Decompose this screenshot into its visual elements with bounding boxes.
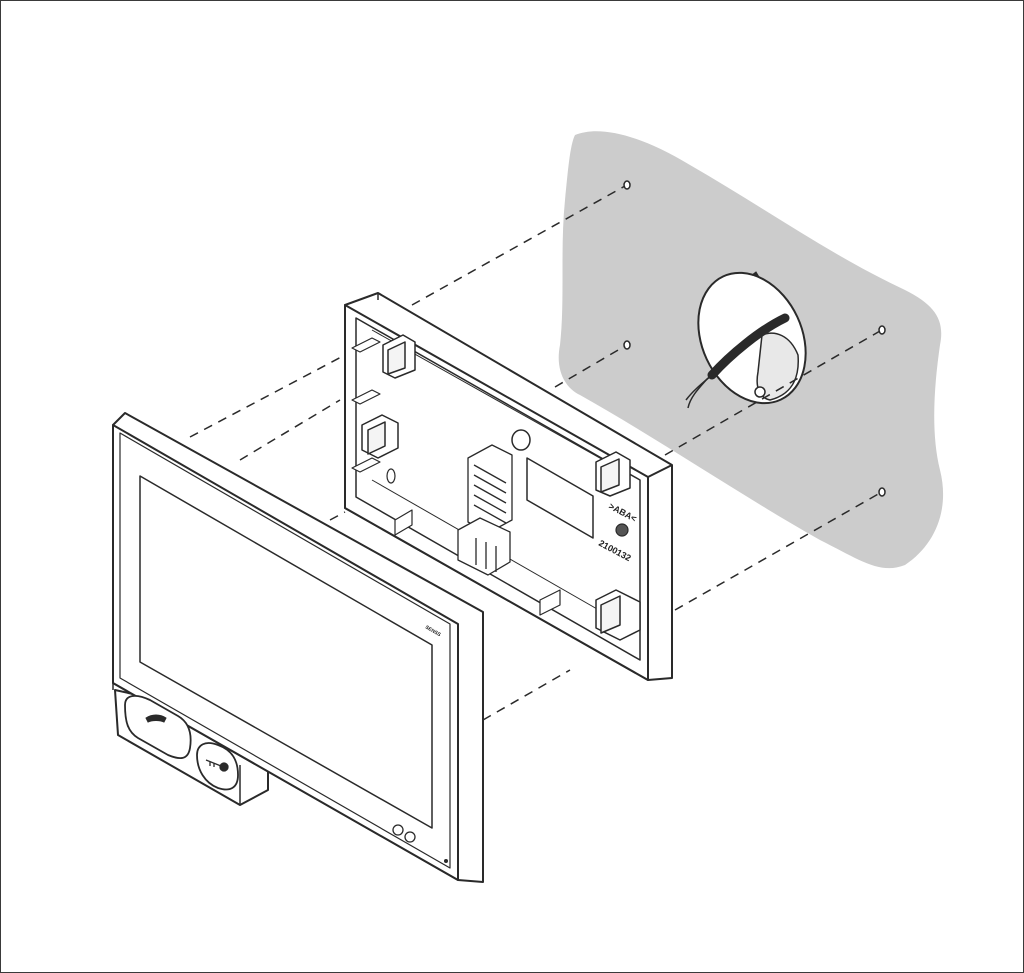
mounting-plate [344,292,673,681]
screw-hole-bottom-right [878,487,886,497]
screw-hole-top-right [878,325,886,335]
wall-box [685,271,807,409]
unlock-button [196,742,239,791]
terminal-block-lower [457,517,511,576]
plate-clip-left-mid [361,414,399,459]
key-icon [205,759,229,772]
alignment-lines [189,185,881,721]
plate-clip-top-left [382,334,416,379]
call-button [124,694,192,760]
plate-clip-bottom-right [595,589,641,641]
handset-icon [145,714,167,723]
wall-screw-holes [623,180,886,497]
plate-clip-top-right [595,451,631,497]
screw-hole-top-left [623,180,631,190]
terminal-block-upper [467,444,513,534]
monitor-screen [139,475,433,829]
screw-hole-mid-left [623,340,631,350]
